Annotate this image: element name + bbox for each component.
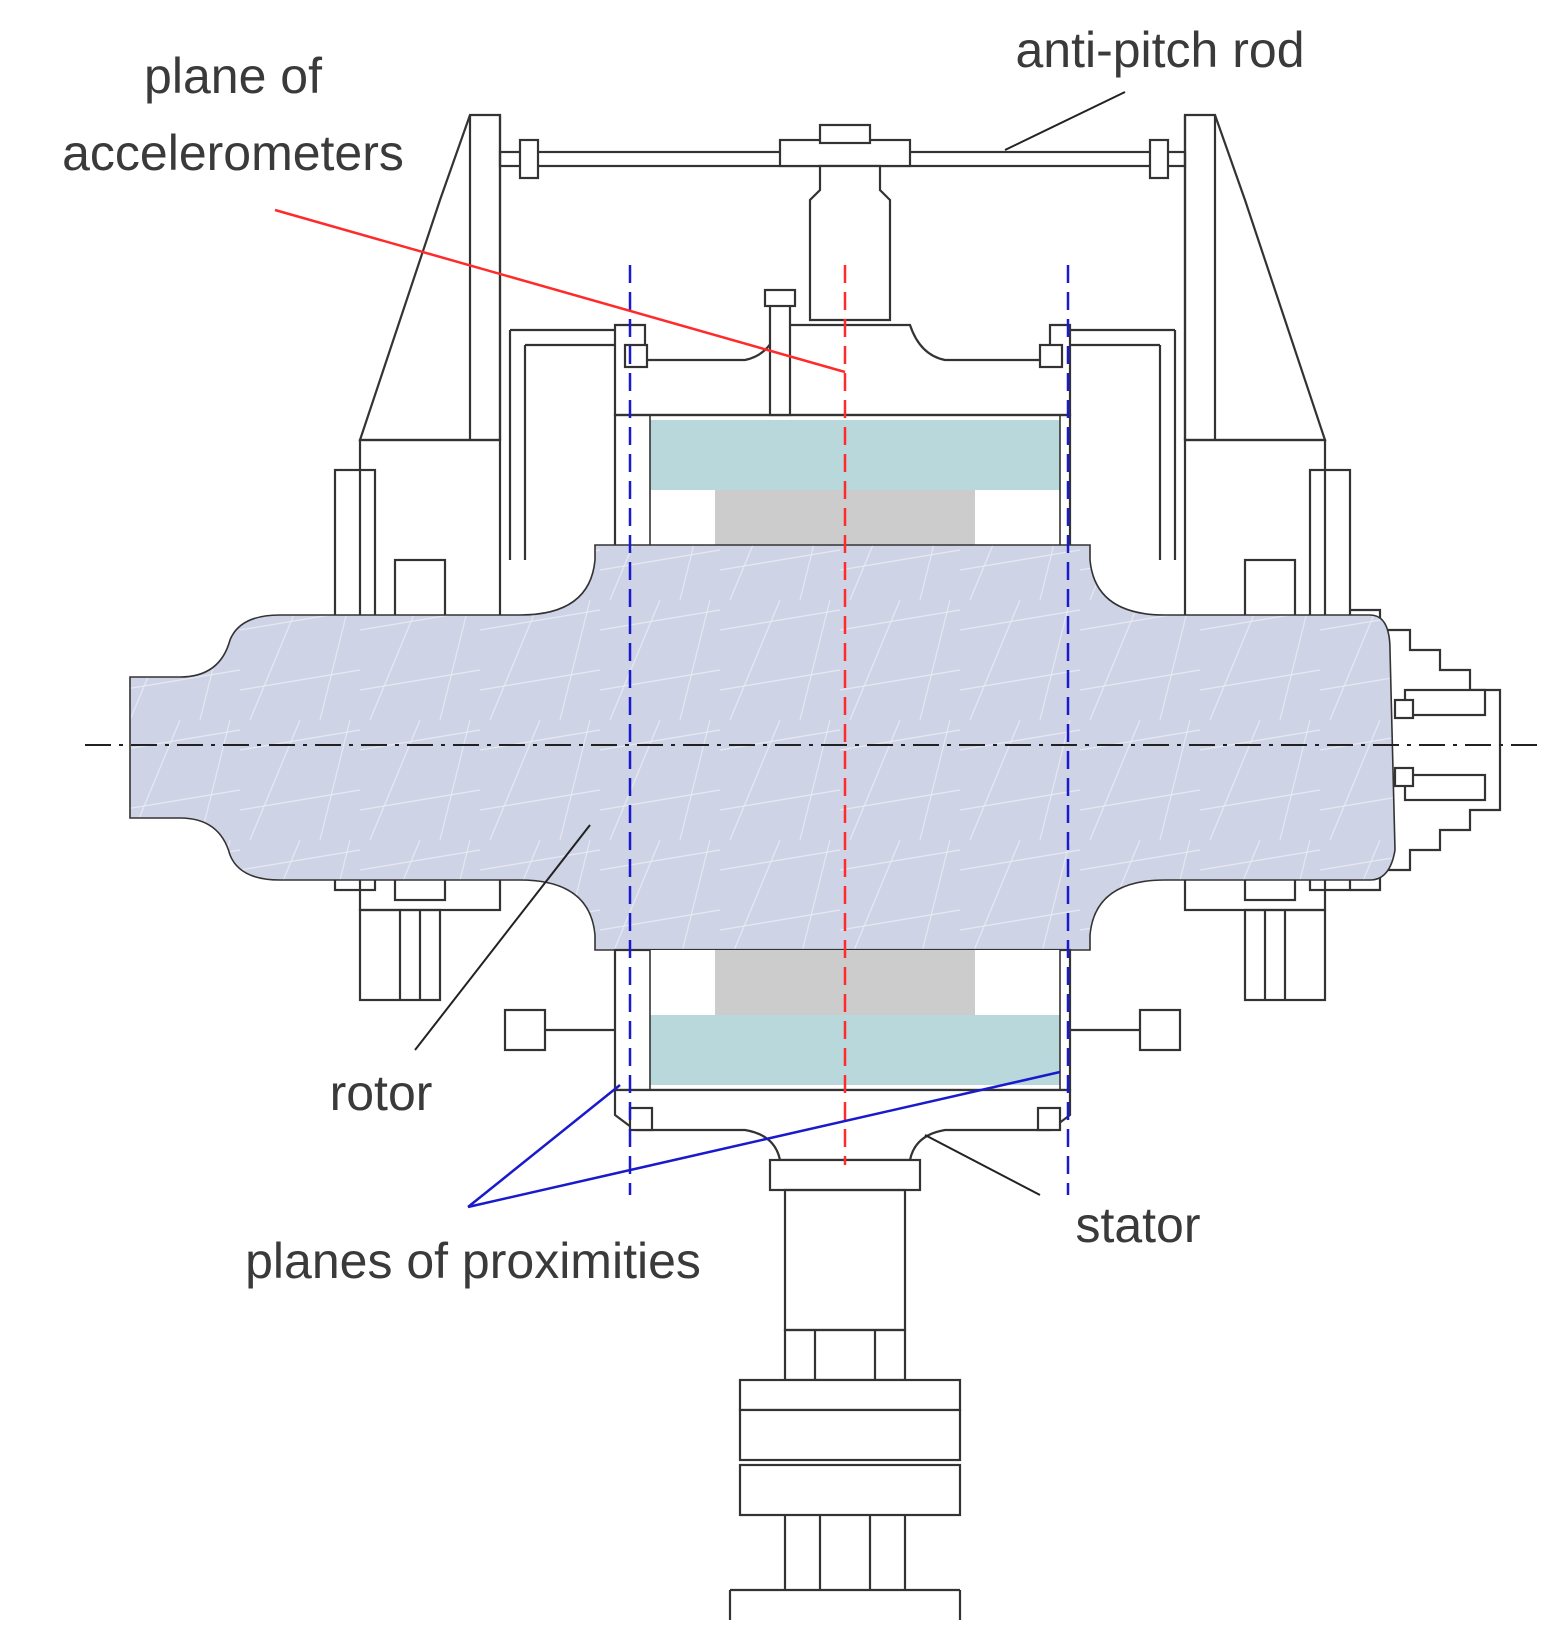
support-column <box>728 1188 962 1620</box>
anti-pitch-rod-label: anti-pitch rod <box>1015 22 1304 78</box>
rotor-body <box>129 544 1396 951</box>
accelerometers-label-line2: accelerometers <box>62 125 404 181</box>
proximities-label: planes of proximities <box>245 1233 701 1289</box>
upper-stator-core <box>613 413 1072 557</box>
rotor-leader <box>414 824 591 1051</box>
anti-pitch-rod-leader <box>1004 91 1126 151</box>
rotor-label: rotor <box>330 1065 433 1121</box>
lower-stator-housing <box>613 1088 1072 1192</box>
accelerometers-label-line1: plane of <box>144 48 322 104</box>
anti-pitch-rod-part <box>498 123 1187 322</box>
stator-label: stator <box>1075 1197 1200 1253</box>
stator-leader <box>924 1134 1041 1196</box>
accelerometer-leader <box>274 208 846 374</box>
lower-stator-core <box>503 948 1182 1092</box>
proximities-leaders <box>467 1070 1061 1209</box>
